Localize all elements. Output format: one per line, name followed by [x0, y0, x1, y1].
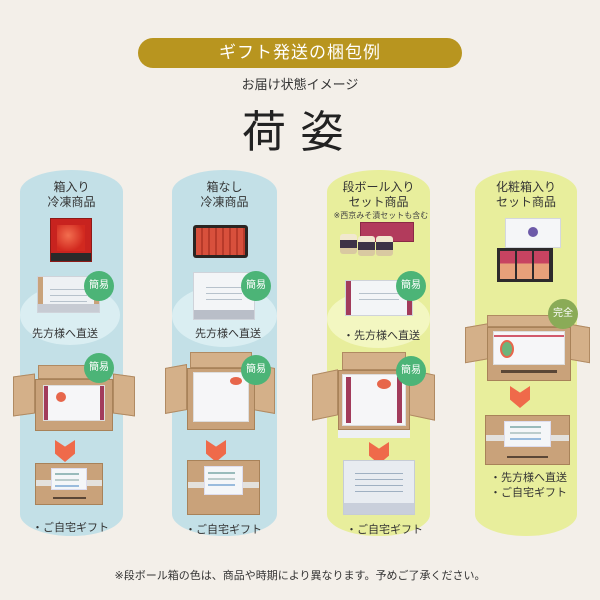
- column-title-line1: 箱入り: [53, 180, 90, 194]
- column-note: ※西京みそ漬セットも含む: [333, 211, 429, 220]
- column-title-line2: 冷凍商品: [200, 195, 249, 209]
- open-shipping-box-image: [465, 315, 590, 383]
- direct-shipping-label: ・先方様へ直送: [490, 471, 567, 484]
- simple-packaging-badge: 簡易: [241, 271, 271, 301]
- column-title-line1: 段ボール入り: [342, 180, 415, 194]
- direct-shipping-label: 先方様へ直送: [195, 327, 261, 340]
- column-title-line1: 箱なし: [206, 180, 243, 194]
- simple-packaging-badge: 簡易: [84, 271, 114, 301]
- open-shipping-box-image: [13, 365, 135, 433]
- chevron-down-icon: [55, 440, 75, 462]
- simple-packaging-badge: 簡易: [396, 271, 426, 301]
- gift-box-cans-set-image: [497, 218, 561, 282]
- column-title-line2: セット商品: [495, 195, 556, 209]
- chevron-down-icon: [369, 442, 389, 464]
- home-gift-label: ・ご自宅ギフト: [32, 521, 109, 534]
- simple-packaging-badge: 簡易: [396, 356, 426, 386]
- home-gift-label: ・ご自宅ギフト: [185, 523, 262, 536]
- simple-packaging-badge: 簡易: [241, 355, 271, 385]
- closed-shipping-box-image: [187, 460, 260, 515]
- boxed-frozen-crab-image: [50, 218, 92, 262]
- home-gift-label: ・ご自宅ギフト: [346, 523, 423, 536]
- chevron-down-icon: [510, 386, 530, 408]
- column-title-line2: 冷凍商品: [47, 195, 96, 209]
- simple-packaging-badge: 簡易: [84, 353, 114, 383]
- subtitle: お届け状態イメージ: [241, 78, 359, 93]
- full-packaging-badge: 完全: [548, 299, 578, 329]
- header-banner: ギフト発送の梱包例: [138, 38, 462, 68]
- home-gift-label: ・ご自宅ギフト: [490, 486, 567, 499]
- column-title-line2: セット商品: [348, 195, 409, 209]
- closed-white-box-image: [343, 460, 415, 515]
- footer-note: ※段ボール箱の色は、商品や時期により異なります。予めご了承ください。: [114, 569, 486, 582]
- cans-and-box-set-image: [340, 222, 414, 256]
- column-title-line1: 化粧箱入り: [495, 180, 556, 194]
- chevron-down-icon: [206, 440, 226, 462]
- tray-crab-legs-image: [193, 225, 248, 258]
- closed-shipping-box-image: [485, 415, 570, 465]
- direct-shipping-label: 先方様へ直送: [32, 327, 98, 340]
- page-title: 荷姿: [242, 107, 358, 158]
- closed-shipping-box-image: [35, 463, 103, 505]
- direct-shipping-label: ・先方様へ直送: [343, 329, 420, 342]
